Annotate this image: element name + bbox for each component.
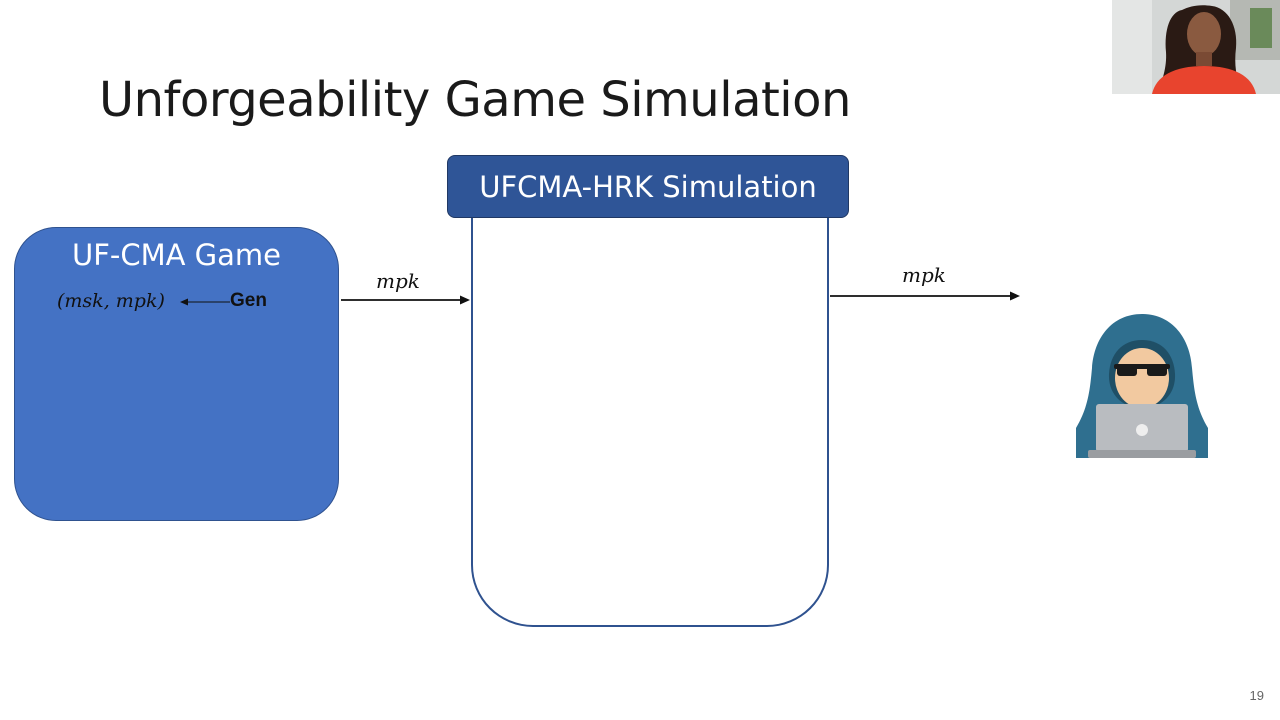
mpk-label-right: mpk: [902, 263, 946, 287]
slide-number: 19: [1249, 688, 1264, 703]
simulation-title: UFCMA-HRK Simulation: [479, 170, 817, 204]
mpk-arrow-right: [830, 291, 1020, 301]
keypair-label: (msk, mpk): [57, 290, 165, 312]
simulation-body: [471, 190, 829, 627]
mpk-label-left: mpk: [376, 269, 420, 293]
simulation-header: UFCMA-HRK Simulation: [447, 155, 849, 218]
game-box-title: UF-CMA Game: [71, 238, 282, 272]
mpk-arrow-left: [341, 295, 470, 305]
gen-label: Gen: [230, 290, 267, 311]
game-box: UF-CMA Game (msk, mpk) Gen: [14, 227, 339, 521]
gen-arrow: [180, 298, 230, 306]
slide-title: Unforgeability Game Simulation: [99, 72, 851, 128]
hacker-icon: [1076, 314, 1208, 458]
presenter-video: [1112, 0, 1280, 94]
